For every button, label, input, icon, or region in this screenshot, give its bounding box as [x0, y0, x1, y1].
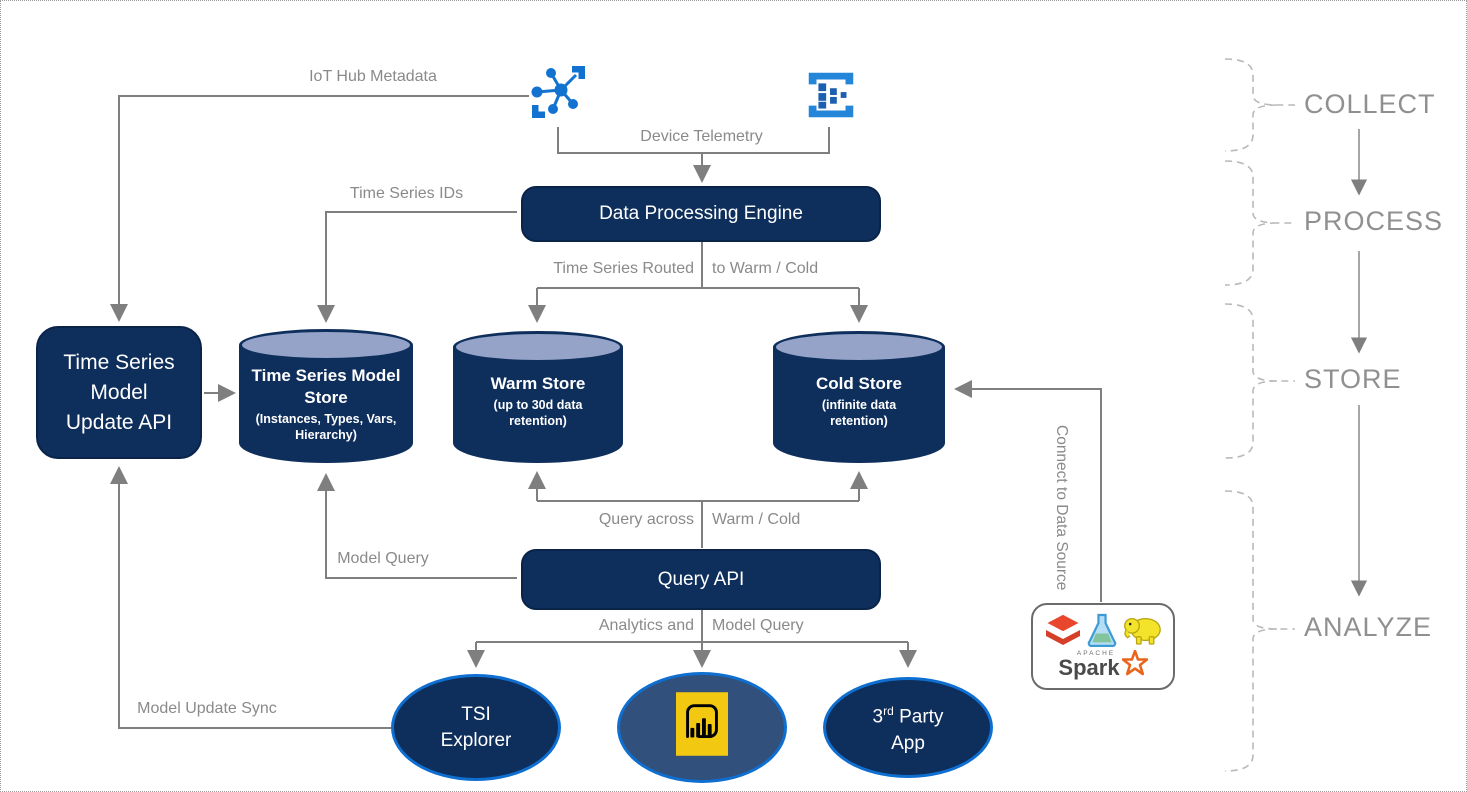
third-party-app-ellipse: 3rd Party App	[823, 677, 993, 778]
warm-store-subtitle: (up to 30d data retention)	[493, 398, 583, 428]
update-api-label: Time Series Model Update API	[63, 350, 175, 434]
edge-label-model-query: Model Query	[337, 550, 429, 567]
time-series-model-store-cylinder: Time Series Model Store (Instances, Type…	[239, 329, 413, 463]
hadoop-elephant-icon	[1122, 613, 1162, 651]
power-bi-ellipse	[617, 672, 787, 783]
stage-label-collect: COLLECT	[1304, 89, 1436, 119]
iot-hub-icon	[528, 61, 588, 123]
edge-label-device-telemetry: Device Telemetry	[640, 128, 763, 145]
edge-label-analytics-left: Analytics and	[598, 617, 694, 634]
query-api-label: Query API	[657, 568, 745, 590]
edge-label-model-update-sync: Model Update Sync	[137, 700, 277, 717]
third-party-line2: App	[891, 732, 925, 754]
spark-star-icon	[1121, 649, 1148, 681]
warm-store-text: Warm Store (up to 30d data retention)	[457, 373, 619, 429]
data-lake-flask-icon	[1087, 612, 1117, 653]
warm-store-cylinder: Warm Store (up to 30d data retention)	[453, 331, 623, 463]
edge-label-analytics-right: Model Query	[712, 617, 804, 634]
tsi-explorer-ellipse: TSI Explorer	[391, 674, 561, 781]
spark-label: Spark	[1058, 655, 1120, 680]
cold-store-cylinder: Cold Store (infinite data retention)	[773, 331, 945, 463]
analytics-tools-box: APACHE Spark	[1031, 603, 1175, 690]
third-party-line1: 3rd Party	[873, 698, 944, 730]
tsi-explorer-label: TSI Explorer	[440, 703, 512, 751]
edge-label-query-across-left: Query across	[598, 511, 694, 528]
cylinder-body	[239, 345, 413, 463]
cold-store-title: Cold Store	[816, 374, 902, 393]
model-store-text: Time Series Model Store (Instances, Type…	[243, 365, 409, 443]
cylinder-top	[453, 331, 623, 363]
analytics-tools-icons	[1044, 612, 1162, 652]
stage-label-analyze: ANALYZE	[1304, 612, 1433, 642]
cylinder-body	[453, 347, 623, 463]
spark-logo: APACHE Spark	[1058, 649, 1148, 681]
edge-label-routed-left: Time Series Routed	[553, 260, 694, 277]
edge-label-time-series-ids: Time Series IDs	[349, 185, 464, 202]
data-processing-engine-box: Data Processing Engine	[521, 186, 881, 242]
stage-label-store: STORE	[1304, 364, 1402, 394]
apache-label: APACHE	[1076, 650, 1116, 657]
event-hubs-icon	[801, 65, 861, 125]
third-party-ordinal: rd	[883, 704, 894, 719]
model-store-title: Time Series Model Store	[251, 366, 401, 407]
power-bi-icon	[676, 691, 728, 764]
edge-label-connect-to-data-source: Connect to Data Source	[1053, 425, 1070, 591]
edge-label-iot-hub-metadata: IoT Hub Metadata	[309, 68, 437, 85]
warm-store-title: Warm Store	[490, 374, 586, 393]
third-party-num: 3	[872, 706, 884, 728]
stage-braces	[1224, 58, 1295, 772]
third-party-rest: Party	[899, 706, 944, 728]
model-store-subtitle: (Instances, Types, Vars, Hierarchy)	[255, 412, 397, 442]
time-series-model-update-api-box: Time Series Model Update API	[36, 326, 202, 459]
cylinder-top	[773, 331, 945, 363]
cold-store-subtitle: (infinite data retention)	[821, 398, 897, 428]
stage-label-process: PROCESS	[1304, 206, 1444, 236]
databricks-icon	[1044, 611, 1082, 654]
query-api-box: Query API	[521, 549, 881, 610]
data-processing-engine-label: Data Processing Engine	[599, 203, 803, 224]
edge-label-routed-right: to Warm / Cold	[712, 260, 819, 277]
edge-label-query-across-right: Warm / Cold	[712, 511, 801, 528]
cylinder-top	[239, 329, 413, 361]
cold-store-text: Cold Store (infinite data retention)	[777, 373, 941, 429]
cylinder-body	[773, 347, 945, 463]
